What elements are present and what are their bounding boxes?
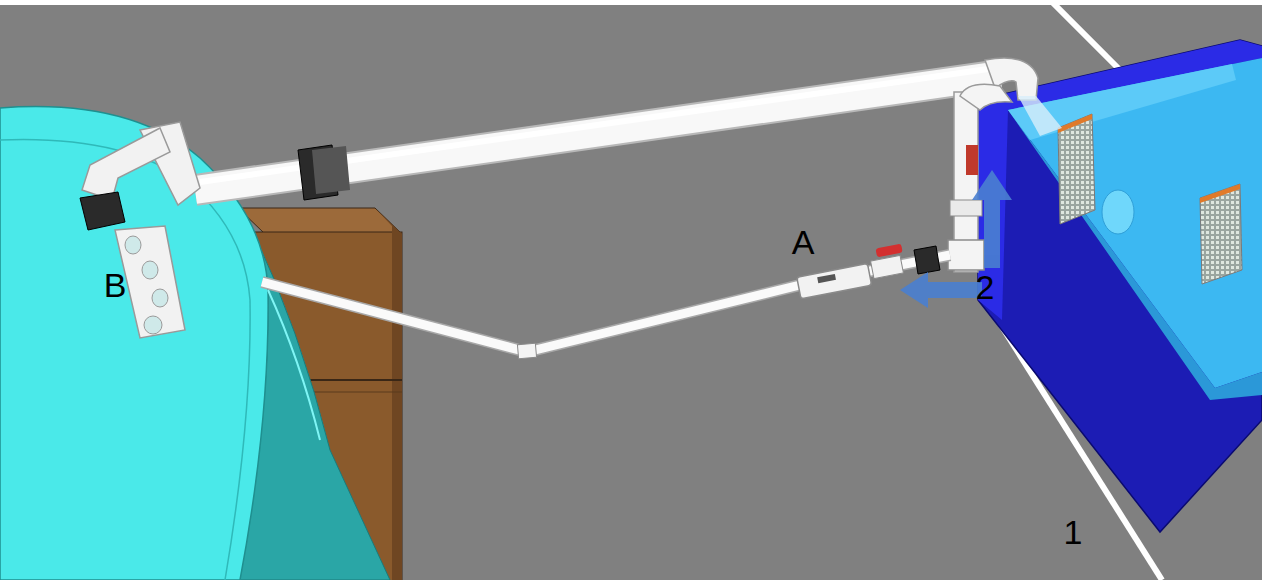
- pipe-elbow: [960, 84, 1012, 110]
- pipe-elbow: [82, 128, 170, 200]
- flow-arrow: [900, 272, 982, 308]
- pipe-union: [312, 146, 350, 194]
- part-label: A: [792, 225, 815, 259]
- pipe-outline: [262, 255, 950, 352]
- box-inner-wall: [1008, 110, 1262, 400]
- tank-rim: [0, 140, 250, 580]
- spray-hole: [142, 261, 158, 279]
- stand-top: [238, 208, 402, 234]
- return-pipe: [80, 58, 1062, 338]
- ball-valve: [871, 255, 904, 278]
- pipe-union: [914, 246, 940, 274]
- box-inner-wall: [1008, 64, 1236, 140]
- flow-arrows: [900, 170, 1225, 580]
- pipe-tee: [948, 240, 984, 270]
- sump-box: [978, 40, 1262, 532]
- valve-handle: [966, 145, 978, 175]
- callout-number: 1: [1064, 515, 1083, 549]
- filter-panel: [1200, 184, 1242, 284]
- check-valve: [797, 264, 872, 299]
- box-body: [978, 40, 1262, 532]
- callout-number: 2: [976, 270, 995, 304]
- valve-handle: [875, 244, 902, 258]
- tank-highlight: [268, 290, 320, 440]
- box-outlet: [1102, 190, 1134, 234]
- part-label: B: [104, 268, 127, 302]
- pipe: [262, 255, 950, 352]
- spray-hole: [125, 236, 141, 254]
- spray-hole: [144, 316, 162, 334]
- water-stream: [1018, 96, 1062, 136]
- stand-side: [375, 208, 402, 580]
- pipe-coupling: [950, 200, 982, 216]
- spray-hole: [152, 289, 168, 307]
- filter-frame: [1200, 184, 1240, 203]
- filter-frame: [1058, 114, 1092, 133]
- valve-body: [797, 264, 872, 299]
- pump-riser: [948, 84, 1012, 272]
- water-tank: [0, 107, 390, 580]
- feed-pipe: [262, 244, 950, 359]
- box-water: [1008, 58, 1262, 388]
- valve-mark: [817, 274, 836, 283]
- flow-arrow: [972, 170, 1012, 268]
- filter-panel: [1058, 114, 1095, 224]
- pipe-union: [80, 192, 125, 230]
- top-border: [0, 0, 1262, 5]
- pipe-coupling: [517, 343, 536, 359]
